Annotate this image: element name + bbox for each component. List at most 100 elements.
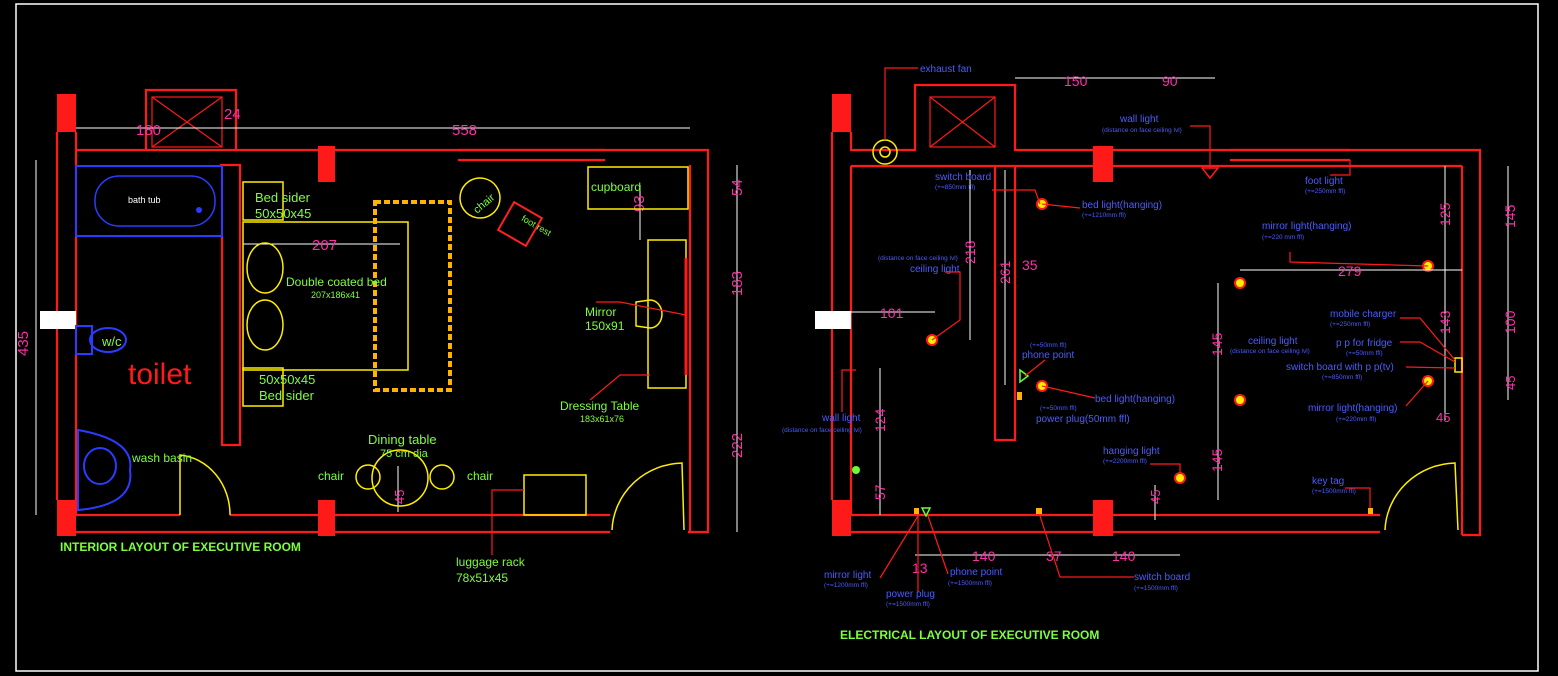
interior-leaders: [491, 301, 687, 555]
label-wall-light-left-sub: (distance on face ceiling lvl): [782, 427, 862, 434]
label-wall-light-left: wall light: [821, 413, 861, 424]
dining-table: [355, 449, 455, 507]
dim-435: 435: [15, 331, 32, 356]
electrical-fixtures: [852, 139, 1463, 518]
bed-sider-top: [242, 181, 284, 221]
label-chair-right: chair: [467, 469, 493, 483]
dim-183: 183: [729, 271, 746, 296]
column: [318, 146, 335, 182]
phone-point-icon: [1019, 368, 1030, 384]
wc: [75, 325, 127, 355]
dim-54: 54: [729, 179, 746, 196]
label-ceiling-light-2: ceiling light: [1248, 336, 1298, 347]
label-hanging-light-sub: (+=2200mm ffl): [1103, 458, 1147, 465]
dim-101: 101: [880, 305, 904, 321]
dim-93: 93: [631, 195, 648, 212]
label-power-plug-1: power plug(50mm ffl): [1036, 414, 1130, 425]
bath-tub: [75, 165, 223, 237]
label-cupboard: cupboard: [591, 180, 641, 194]
mirror-light-icon: [852, 466, 860, 474]
dim-279: 279: [1338, 263, 1362, 279]
drawing-border: [15, 3, 1539, 672]
dim-24: 24: [224, 106, 241, 123]
label-wash-basin: wash basin: [131, 451, 192, 465]
label-pp-fridge-sub: (+=50mm ffl): [1346, 350, 1383, 357]
label-phone-point-1-sub: (+=50mm ffl): [1030, 342, 1067, 349]
label-mirror-light-1: mirror light(hanging): [1262, 221, 1351, 232]
label-foot-light-sub: (+=250mm ffl): [1305, 188, 1345, 195]
label-phone-point-2: phone point: [950, 567, 1002, 578]
label-bed-light-1: bed light(hanging): [1082, 200, 1162, 211]
label-mobile-charger: mobile charger: [1330, 309, 1397, 320]
ceiling-light-icon: [1234, 277, 1246, 289]
dim-37: 37: [1046, 548, 1062, 564]
dim-145-a: 145: [1209, 332, 1225, 356]
label-dressing-table: Dressing Table: [560, 399, 639, 413]
dim-45-c: 45: [1148, 490, 1163, 504]
foot-rest: [496, 200, 544, 248]
key-tag-icon: [1368, 508, 1373, 514]
luggage-rack: [523, 474, 587, 516]
label-hanging-light: hanging light: [1103, 446, 1160, 457]
electrical-title: ELECTRICAL LAYOUT OF EXECUTIVE ROOM: [840, 628, 1099, 642]
exhaust-fan-icon: [872, 139, 898, 165]
label-double-bed: Double coated bed: [286, 275, 387, 289]
label-switch-pp: switch board with p p(tv): [1286, 362, 1394, 373]
label-bed-light-2: bed light(hanging): [1095, 394, 1175, 405]
label-chair-left: chair: [318, 469, 344, 483]
label-foot-rest: foot rest: [520, 213, 554, 238]
label-mirror-light-2-sub: (+=220mm ffl): [1336, 416, 1376, 423]
door-swing: [179, 454, 231, 516]
label-toilet: toilet: [128, 358, 192, 391]
label-pp-fridge: p p for fridge: [1336, 338, 1393, 349]
bed-sider-bottom: [242, 367, 284, 407]
label-wall-light-top-sub: (distance on face ceiling lvl): [1102, 127, 1182, 134]
label-bed-light-1-sub: (+=1210mm ffl): [1082, 212, 1126, 219]
label-double-bed-size: 207x186x41: [311, 290, 360, 300]
label-ceiling-light-1: ceiling light: [910, 264, 960, 275]
label-dressing-size: 183x61x76: [580, 414, 624, 424]
dim-261: 261: [997, 260, 1013, 284]
label-dining-table: Dining table: [368, 432, 437, 447]
switch-board-icon: [1036, 508, 1042, 514]
label-power-plug-1-sub: (+=50mm ffl): [1040, 405, 1077, 412]
label-luggage-size: 78x51x45: [456, 571, 508, 585]
dim-222: 222: [729, 433, 746, 458]
armchair: [459, 177, 544, 248]
label-power-plug-2: power plug: [886, 589, 935, 600]
dim-45-b: 45: [1436, 410, 1450, 425]
label-foot-light: foot light: [1305, 176, 1343, 187]
label-switch-board-top: switch board: [935, 172, 991, 183]
label-key-tag: key tag: [1312, 476, 1344, 487]
label-ceiling-light-1-sub: (distance on face ceiling lvl): [878, 255, 958, 262]
dim-125: 125: [1437, 202, 1453, 226]
label-switch-board-top-sub: (+=850mm ffl): [935, 184, 975, 191]
dim-90: 90: [1162, 73, 1178, 89]
interior-title: INTERIOR LAYOUT OF EXECUTIVE ROOM: [60, 540, 301, 554]
dim-180: 180: [136, 122, 161, 139]
switch-board-icon: [1454, 357, 1463, 373]
bed-cover: [373, 200, 452, 392]
electrical-dimensions: 150 90 218 261 35 101 124 57 279 125 145…: [851, 73, 1518, 576]
power-plug-icon: [1017, 392, 1022, 400]
dim-57: 57: [872, 484, 888, 500]
dim-100: 100: [1502, 310, 1518, 334]
dim-218: 218: [962, 240, 978, 264]
phone-point-icon: [920, 507, 932, 518]
door-swing: [611, 462, 685, 531]
dim-143: 143: [1437, 310, 1453, 334]
wall-light-icon: [1200, 167, 1220, 180]
interior-furniture: [75, 165, 689, 516]
label-bed-sider-bottom: Bed sider: [259, 388, 315, 403]
label-bed-sider-top: Bed sider: [255, 190, 311, 205]
dim-207: 207: [312, 237, 337, 254]
interior-dimensions: 180 24 558 207 435 54 93 183 222 45: [15, 106, 746, 532]
label-mirror-light-1-sub: (+=220 mm ffl): [1262, 234, 1304, 241]
double-bed: [242, 221, 409, 371]
dressing-stool: [635, 299, 663, 329]
dim-45-a: 45: [1503, 376, 1518, 390]
label-wall-light-top: wall light: [1119, 114, 1159, 125]
dim-45: 45: [392, 490, 407, 504]
label-ceiling-light-2-sub: (distance on face ceiling lvl): [1230, 348, 1310, 355]
